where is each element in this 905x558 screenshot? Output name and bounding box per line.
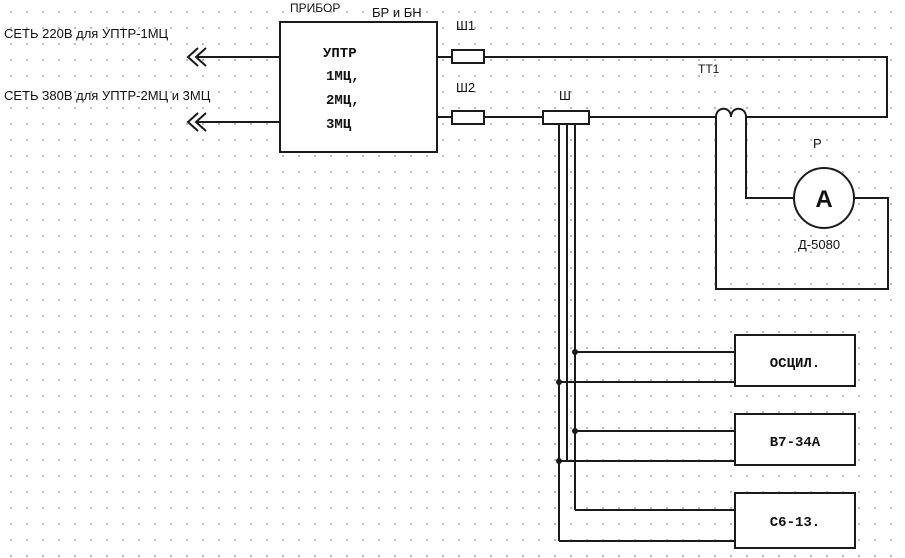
connector-sh1 (451, 49, 485, 64)
instrument-oscilloscope-label: ОСЦИЛ. (770, 356, 820, 372)
instrument-s6-13 (734, 492, 856, 549)
device-header: ПРИБОР (290, 1, 340, 15)
junction-dot (556, 379, 562, 385)
junction-dot (572, 349, 578, 355)
ammeter-model: Д-5080 (798, 237, 840, 252)
junction-dot (556, 458, 562, 464)
transformer-label: ТТ1 (698, 62, 720, 76)
connector-sh-label: Ш (559, 88, 571, 103)
connector-sh1-label: Ш1 (456, 18, 475, 33)
connector-sh (542, 110, 590, 125)
device-name-line-4: 3МЦ (326, 117, 352, 133)
mains-input-380 (186, 112, 280, 132)
ammeter-icon (793, 167, 855, 229)
instrument-v7-34a-label: В7-34А (770, 435, 821, 451)
instrument-v7-34a (734, 413, 856, 466)
ammeter-ref: Р (813, 136, 822, 151)
current-transformer-icon (715, 107, 747, 118)
instrument-oscilloscope (734, 334, 856, 387)
mains-input-220 (186, 47, 280, 67)
connector-sh2-label: Ш2 (456, 80, 475, 95)
junction-dot (572, 428, 578, 434)
connector-sh2 (451, 110, 485, 125)
instrument-s6-13-label: С6-13. (770, 515, 820, 531)
outputs-label: БР и БН (372, 5, 422, 20)
loop-wire (484, 56, 888, 118)
ammeter-loop-left (745, 117, 794, 199)
device-name-line-2: 1МЦ, (326, 69, 360, 85)
ammeter-symbol: А (815, 186, 832, 213)
device-name-line-3: 2МЦ, (326, 93, 360, 109)
device-name-line-1: УПТР (323, 46, 357, 62)
device-block (279, 21, 438, 153)
mains-label-380: СЕТЬ 380В для УПТР-2МЦ и 3МЦ (4, 88, 211, 103)
ammeter-loop-right (715, 117, 889, 290)
mains-label-220: СЕТЬ 220В для УПТР-1МЦ (4, 26, 169, 41)
